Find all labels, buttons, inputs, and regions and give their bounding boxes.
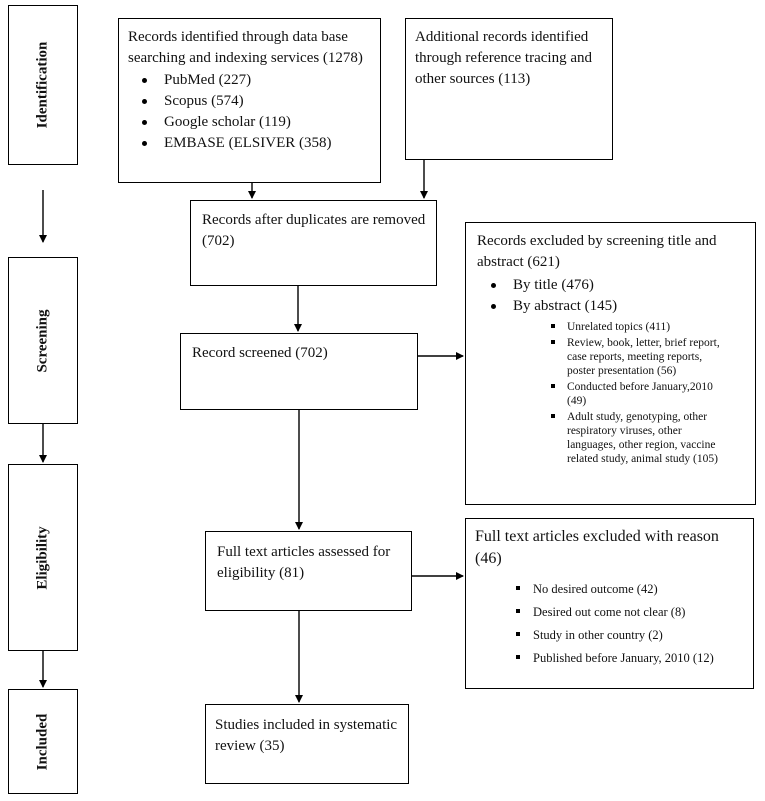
list-item: Conducted before January,2010 (49) (543, 380, 725, 408)
list-item: By abstract (145) (477, 296, 747, 317)
record-screened-text: Record screened (702) (192, 345, 328, 361)
excluded-screening-sublist: Unrelated topics (411) Review, book, let… (543, 320, 725, 466)
db-records-box: Records identified through data base sea… (118, 18, 381, 183)
additional-records-text: Additional records identified through re… (415, 29, 592, 87)
stage-identification: Identification (8, 5, 78, 165)
excluded-full-text-list: No desired outcome (42) Desired out come… (475, 581, 745, 666)
record-screened-box: Record screened (702) (180, 333, 418, 410)
list-item: Desired out come not clear (8) (475, 604, 745, 620)
list-item: PubMed (227) (128, 70, 372, 91)
stage-identification-label: Identification (34, 41, 51, 129)
stage-screening: Screening (8, 257, 78, 424)
list-item: Published before January, 2010 (12) (475, 650, 745, 666)
additional-records-box: Additional records identified through re… (405, 18, 613, 160)
full-text-box: Full text articles assessed for eligibil… (205, 531, 412, 611)
list-item: Review, book, letter, brief report, case… (543, 336, 725, 378)
stage-screening-label: Screening (34, 308, 51, 373)
list-item: EMBASE (ELSIVER (358) (128, 133, 372, 154)
list-item: By title (476) (477, 275, 747, 296)
list-item: Unrelated topics (411) (543, 320, 725, 334)
stage-included: Included (8, 689, 78, 794)
excluded-full-text-box: Full text articles excluded with reason … (465, 518, 754, 689)
list-item: No desired outcome (42) (475, 581, 745, 597)
stage-eligibility: Eligibility (8, 464, 78, 651)
excluded-full-text-text: Full text articles excluded with reason … (475, 528, 719, 567)
excluded-screening-list: By title (476) By abstract (145) (477, 275, 747, 317)
stage-included-label: Included (34, 713, 51, 770)
stage-eligibility-label: Eligibility (34, 525, 51, 590)
excluded-screening-box: Records excluded by screening title and … (465, 222, 756, 505)
after-duplicates-box: Records after duplicates are removed (70… (190, 200, 437, 286)
included-text: Studies included in systematic review (3… (215, 717, 398, 754)
list-item: Scopus (574) (128, 91, 372, 112)
db-records-text: Records identified through data base sea… (128, 29, 363, 66)
db-records-list: PubMed (227) Scopus (574) Google scholar… (128, 70, 372, 154)
list-item: Adult study, genotyping, other respirato… (543, 410, 725, 466)
included-box: Studies included in systematic review (3… (205, 704, 409, 784)
list-item: Google scholar (119) (128, 112, 372, 133)
list-item: Study in other country (2) (475, 627, 745, 643)
full-text-text: Full text articles assessed for eligibil… (217, 544, 391, 581)
after-duplicates-text: Records after duplicates are removed (70… (202, 212, 426, 249)
excluded-screening-text: Records excluded by screening title and … (477, 233, 717, 270)
